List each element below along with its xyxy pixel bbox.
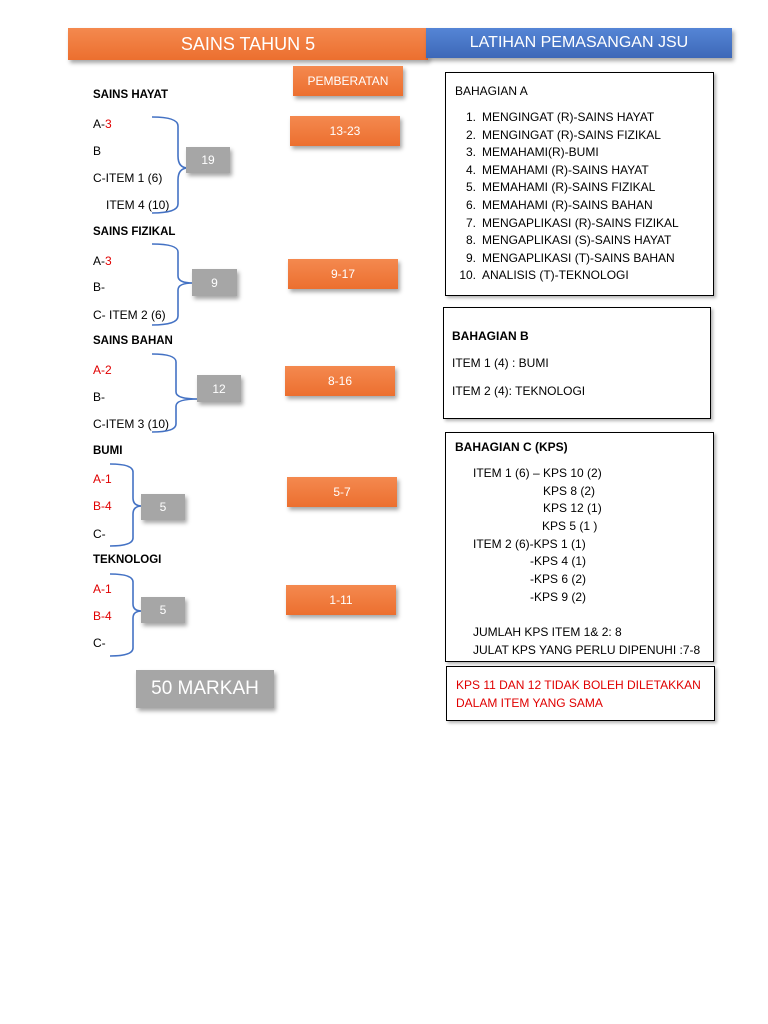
bahagian-b-item2: ITEM 2 (4): TEKNOLOGI [452, 384, 586, 398]
bahagian-a-list: 1.MENGINGAT (R)-SAINS HAYAT 2.MENGINGAT … [450, 109, 679, 285]
title-banner: SAINS TAHUN 5 [68, 28, 428, 60]
topic-c1-sains-bahan: C-ITEM 3 (10) [93, 417, 170, 431]
topic-a-sains-bahan: A-2 [93, 363, 112, 377]
bahagian-c-line: KPS 12 (1) [543, 501, 602, 515]
list-item: 4.MEMAHAMI (R)-SAINS HAYAT [465, 162, 649, 177]
bahagian-b-title: BAHAGIAN B [452, 329, 529, 343]
list-item: 10.ANALISIS (T)-TEKNOLOGI [459, 268, 629, 283]
topic-title-bumi: BUMI [93, 445, 123, 457]
topic-c2-sains-hayat: ITEM 4 (10) [106, 198, 170, 212]
bahagian-c-line: -KPS 9 (2) [530, 590, 587, 604]
topic-a-sains-hayat: A-3 [93, 117, 112, 131]
bracket-sains-bahan [151, 353, 199, 433]
range-box-sains-bahan: 8-16 [285, 366, 395, 396]
topic-c1-sains-fizikal: C- ITEM 2 (6) [93, 308, 166, 322]
bahagian-c-line: KPS 5 (1 ) [542, 519, 598, 533]
bahagian-a-box: BAHAGIAN A 1.MENGINGAT (R)-SAINS HAYAT 2… [445, 72, 714, 296]
topic-c1-sains-hayat: C-ITEM 1 (6) [93, 171, 163, 185]
topic-b-sains-bahan: B- [93, 390, 105, 404]
total-box-bumi: 5 [141, 494, 185, 520]
topic-a-bumi: A-1 [93, 472, 112, 486]
total-box-sains-hayat: 19 [186, 147, 230, 173]
bahagian-c-line: ITEM 1 (6) – KPS 10 (2) [473, 466, 602, 480]
bracket-sains-fizikal [151, 243, 194, 326]
range-box-teknologi: 1-11 [286, 585, 396, 615]
bracket-sains-hayat [151, 116, 189, 214]
range-box-bumi: 5-7 [287, 477, 397, 507]
bahagian-c-line: KPS 8 (2) [543, 484, 596, 498]
page-title: SAINS TAHUN 5 [180, 33, 316, 54]
bahagian-a-title: BAHAGIAN A [455, 84, 528, 98]
bracket-bumi [109, 463, 143, 547]
note-line2: DALAM ITEM YANG SAMA [456, 696, 603, 710]
topic-title-sains-hayat: SAINS HAYAT [93, 89, 168, 101]
topic-a-sains-fizikal: A-3 [93, 254, 112, 268]
bahagian-c-box: BAHAGIAN C (KPS) ITEM 1 (6) – KPS 10 (2)… [445, 432, 714, 662]
list-item: 2.MENGINGAT (R)-SAINS FIZIKAL [465, 127, 661, 142]
total-box-sains-fizikal: 9 [192, 269, 237, 296]
note-line1: KPS 11 DAN 12 TIDAK BOLEH DILETAKKAN [456, 678, 701, 692]
total-marks-label: 50 MARKAH [151, 678, 259, 699]
list-item: 9.MENGAPLIKASI (T)-SAINS BAHAN [465, 250, 675, 265]
bahagian-c-line: JUMLAH KPS ITEM 1& 2: 8 [473, 625, 622, 639]
pemberatan-label: PEMBERATAN [307, 74, 389, 88]
topic-c1-bumi: C- [93, 527, 106, 541]
range-box-sains-hayat: 13-23 [290, 116, 400, 146]
list-item: 1.MENGINGAT (R)-SAINS HAYAT [465, 110, 655, 124]
range-box-sains-fizikal: 9-17 [288, 259, 398, 289]
list-item: 3.MEMAHAMI(R)-BUMI [465, 145, 599, 160]
list-item: 7.MENGAPLIKASI (R)-SAINS FIZIKAL [465, 215, 679, 230]
topic-title-sains-fizikal: SAINS FIZIKAL [93, 226, 176, 238]
bahagian-c-title: BAHAGIAN C (KPS) [455, 440, 568, 454]
topic-b-sains-hayat: B [93, 144, 102, 158]
topic-c1-teknologi: C- [93, 636, 106, 650]
note-box: KPS 11 DAN 12 TIDAK BOLEH DILETAKKAN DAL… [446, 666, 715, 721]
total-marks-box: 50 MARKAH [136, 670, 274, 708]
subtitle-banner: LATIHAN PEMASANGAN JSU [426, 28, 732, 58]
bracket-teknologi [109, 573, 143, 657]
bahagian-c-line: ITEM 2 (6)-KPS 1 (1) [473, 537, 586, 551]
bahagian-c-line: JULAT KPS YANG PERLU DIPENUHI :7-8 [473, 643, 701, 657]
total-box-teknologi: 5 [141, 597, 185, 623]
topic-b-bumi: B-4 [93, 499, 112, 513]
page-subtitle: LATIHAN PEMASANGAN JSU [469, 34, 689, 51]
topic-a-teknologi: A-1 [93, 582, 112, 596]
bahagian-c-line: -KPS 4 (1) [530, 554, 587, 568]
bahagian-b-item1: ITEM 1 (4) : BUMI [452, 356, 549, 370]
topic-title-sains-bahan: SAINS BAHAN [93, 335, 173, 347]
list-item: 6.MEMAHAMI (R)-SAINS BAHAN [465, 197, 653, 212]
total-box-sains-bahan: 12 [197, 375, 241, 402]
pemberatan-header: PEMBERATAN [293, 66, 403, 96]
list-item: 5.MEMAHAMI (R)-SAINS FIZIKAL [465, 180, 656, 195]
list-item: 8.MENGAPLIKASI (S)-SAINS HAYAT [465, 233, 672, 248]
bahagian-c-line: -KPS 6 (2) [530, 572, 587, 586]
bahagian-b-box: BAHAGIAN B ITEM 1 (4) : BUMI ITEM 2 (4):… [443, 307, 711, 419]
topic-b-teknologi: B-4 [93, 609, 112, 623]
topic-b-sains-fizikal: B- [93, 280, 105, 294]
topic-title-teknologi: TEKNOLOGI [93, 554, 162, 566]
